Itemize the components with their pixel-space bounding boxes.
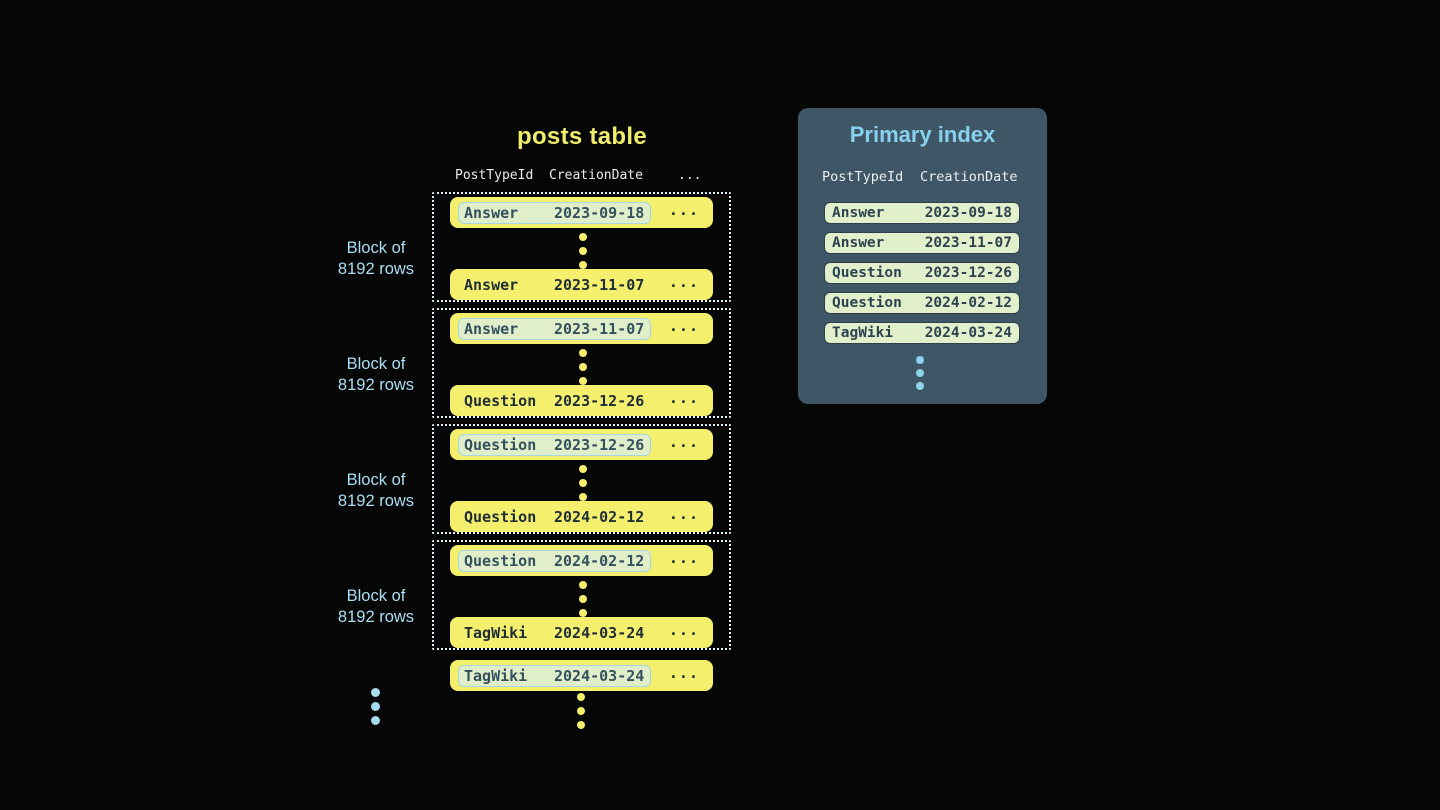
cell-posttypeid: Question bbox=[832, 295, 902, 311]
cell-creationdate: 2023-11-07 bbox=[924, 235, 1012, 251]
row-ellipsis: ... bbox=[668, 505, 699, 523]
primary-index-panel: Primary index PostTypeId CreationDate An… bbox=[798, 108, 1047, 404]
indexed-key-highlight: Answer 2023-09-18 bbox=[458, 201, 652, 224]
table-row: TagWiki 2024-03-24 ... bbox=[450, 660, 713, 691]
cell-creationdate: 2023-09-18 bbox=[554, 203, 645, 222]
index-row: Question 2023-12-26 bbox=[824, 262, 1020, 284]
indexed-key-highlight: TagWiki 2024-03-24 bbox=[458, 664, 652, 687]
cell-creationdate: 2023-12-26 bbox=[554, 391, 645, 410]
column-header-posttypeid: PostTypeId bbox=[455, 168, 534, 183]
index-row: Answer 2023-09-18 bbox=[824, 202, 1020, 224]
ellipsis-dots bbox=[577, 693, 585, 729]
ellipsis-dots bbox=[579, 233, 587, 269]
row-block-3: Question 2023-12-26 ... Question 2024-02… bbox=[432, 424, 731, 534]
column-header-ellipsis: ... bbox=[678, 168, 702, 183]
cell-posttypeid: Answer bbox=[464, 275, 519, 294]
table-row: Question 2024-02-12 ... bbox=[450, 545, 713, 576]
table-row: Answer 2023-11-07 ... bbox=[450, 313, 713, 344]
row-block-2: Answer 2023-11-07 ... Question 2023-12-2… bbox=[432, 308, 731, 418]
row-block-4: Question 2024-02-12 ... TagWiki 2024-03-… bbox=[432, 540, 731, 650]
cell-posttypeid: Question bbox=[464, 507, 537, 526]
row-ellipsis: ... bbox=[668, 621, 699, 639]
cell-creationdate: 2023-09-18 bbox=[924, 205, 1012, 221]
table-row: TagWiki 2024-03-24 ... bbox=[450, 617, 713, 648]
column-header-creationdate: CreationDate bbox=[549, 168, 643, 183]
table-row: Question 2023-12-26 ... bbox=[450, 429, 713, 460]
row-key: TagWiki 2024-03-24 bbox=[458, 622, 651, 644]
row-key: Answer 2023-11-07 bbox=[458, 274, 651, 296]
index-row: Answer 2023-11-07 bbox=[824, 232, 1020, 254]
table-row: Answer 2023-09-18 ... bbox=[450, 197, 713, 228]
cell-creationdate: 2024-02-12 bbox=[554, 507, 645, 526]
ellipsis-dots bbox=[579, 465, 587, 501]
primary-index-title: Primary index bbox=[849, 122, 996, 147]
block-label: Block of 8192 rows bbox=[337, 239, 415, 278]
cell-creationdate: 2024-02-12 bbox=[924, 295, 1012, 311]
cell-creationdate: 2023-11-07 bbox=[554, 319, 645, 338]
block-label: Block of 8192 rows bbox=[337, 587, 415, 626]
block-label: Block of 8192 rows bbox=[337, 471, 415, 510]
cell-creationdate: 2024-03-24 bbox=[924, 325, 1012, 341]
cell-posttypeid: Question bbox=[464, 391, 537, 410]
row-ellipsis: ... bbox=[668, 317, 699, 335]
indexed-key-highlight: Answer 2023-11-07 bbox=[458, 317, 652, 340]
table-row: Question 2024-02-12 ... bbox=[450, 501, 713, 532]
more-blocks-dots bbox=[371, 688, 380, 725]
cell-posttypeid: Answer bbox=[832, 235, 885, 251]
column-header-posttypeid: PostTypeId bbox=[822, 169, 904, 185]
indexed-key-highlight: Question 2023-12-26 bbox=[458, 433, 652, 456]
row-key: Question 2023-12-26 bbox=[458, 390, 651, 412]
cell-posttypeid: TagWiki bbox=[464, 666, 528, 685]
primary-index-rows: Answer 2023-09-18 Answer 2023-11-07 Ques… bbox=[824, 202, 1020, 344]
row-ellipsis: ... bbox=[668, 201, 699, 219]
primary-index-column-headers: PostTypeId CreationDate bbox=[822, 169, 1018, 185]
block-label: Block of 8192 rows bbox=[337, 355, 415, 394]
posts-table-column-headers: PostTypeId CreationDate ... bbox=[455, 168, 701, 183]
index-row: TagWiki 2024-03-24 bbox=[824, 322, 1020, 344]
row-key: Question 2024-02-12 bbox=[458, 506, 651, 528]
row-ellipsis: ... bbox=[668, 664, 699, 682]
row-block-1: Answer 2023-09-18 ... Answer 2023-11-07 … bbox=[432, 192, 731, 302]
ellipsis-dots bbox=[579, 581, 587, 617]
cell-posttypeid: TagWiki bbox=[832, 325, 894, 341]
cell-creationdate: 2024-03-24 bbox=[554, 666, 645, 685]
column-header-creationdate: CreationDate bbox=[920, 169, 1018, 185]
row-ellipsis: ... bbox=[668, 433, 699, 451]
cell-posttypeid: TagWiki bbox=[464, 623, 528, 642]
cell-creationdate: 2023-12-26 bbox=[924, 265, 1012, 281]
cell-creationdate: 2024-03-24 bbox=[554, 623, 645, 642]
indexed-key-highlight: Question 2024-02-12 bbox=[458, 549, 652, 572]
row-ellipsis: ... bbox=[668, 273, 699, 291]
index-row: Question 2024-02-12 bbox=[824, 292, 1020, 314]
table-row: Question 2023-12-26 ... bbox=[450, 385, 713, 416]
posts-table-title: posts table bbox=[517, 123, 647, 150]
cell-posttypeid: Question bbox=[464, 435, 537, 454]
cell-creationdate: 2024-02-12 bbox=[554, 551, 645, 570]
cell-creationdate: 2023-11-07 bbox=[554, 275, 645, 294]
cell-posttypeid: Question bbox=[832, 265, 902, 281]
row-ellipsis: ... bbox=[668, 389, 699, 407]
cell-posttypeid: Answer bbox=[464, 319, 519, 338]
cell-posttypeid: Answer bbox=[464, 203, 519, 222]
cell-creationdate: 2023-12-26 bbox=[554, 435, 645, 454]
cell-posttypeid: Answer bbox=[832, 205, 885, 221]
ellipsis-dots bbox=[916, 356, 924, 390]
row-ellipsis: ... bbox=[668, 549, 699, 567]
ellipsis-dots bbox=[579, 349, 587, 385]
table-row: Answer 2023-11-07 ... bbox=[450, 269, 713, 300]
cell-posttypeid: Question bbox=[464, 551, 537, 570]
